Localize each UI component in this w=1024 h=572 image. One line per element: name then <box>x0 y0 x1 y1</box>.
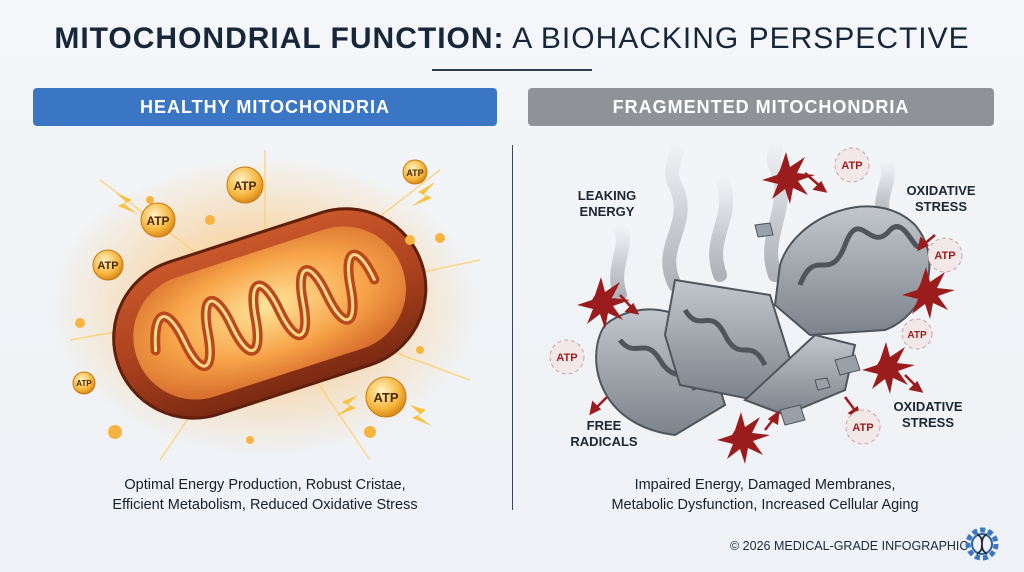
label-line: STRESS <box>914 199 967 214</box>
label-line: STRESS <box>901 415 954 430</box>
atp-badge: ATP <box>226 166 264 204</box>
radical <box>862 342 915 394</box>
caption-line: Impaired Energy, Damaged Membranes, <box>634 477 896 493</box>
label-line: FREE <box>586 418 622 433</box>
atp-badge: ATP <box>549 339 585 375</box>
atp-badge: ATP <box>140 202 176 238</box>
atp-label: ATP <box>233 179 256 193</box>
free-radicals <box>577 152 955 464</box>
fragmented-header: FRAGMENTED MITOCHONDRIA <box>528 88 994 126</box>
footer-copyright: © 2026 MEDICAL-GRADE INFOGRAPHIC <box>730 539 969 553</box>
panel-divider <box>512 145 513 510</box>
mitochondrion-body <box>112 207 428 420</box>
radical <box>717 412 770 464</box>
caption-line: Metabolic Dysfunction, Increased Cellula… <box>611 497 919 513</box>
fragmented-caption: Impaired Energy, Damaged Membranes, Meta… <box>535 475 995 515</box>
healthy-header: HEALTHY MITOCHONDRIA <box>33 88 497 126</box>
atp-badge: ATP <box>927 237 963 273</box>
atp-label: ATP <box>556 352 577 364</box>
label-oxidative-stress-bottom: OXIDATIVE STRESS <box>878 399 978 431</box>
atp-label: ATP <box>841 160 862 172</box>
atp-badge: ATP <box>92 249 124 281</box>
atp-badge: ATP <box>834 147 870 183</box>
dna-gear-icon <box>965 527 999 561</box>
atp-label: ATP <box>373 390 398 405</box>
atp-badge: ATP <box>402 159 428 185</box>
atp-label: ATP <box>852 422 873 434</box>
healthy-caption: Optimal Energy Production, Robust Crista… <box>40 475 490 515</box>
atp-badge: ATP <box>365 376 407 418</box>
healthy-mitochondrion-illustration: ATP ATP ATP ATP ATP ATP <box>50 150 481 461</box>
atp-label: ATP <box>406 168 423 178</box>
atp-badge: ATP <box>72 371 96 395</box>
label-leaking-energy: LEAKING ENERGY <box>572 188 642 220</box>
atp-label: ATP <box>146 214 169 228</box>
radical <box>902 267 955 319</box>
atp-badge: ATP <box>845 409 881 445</box>
title-light: A BIOHACKING PERSPECTIVE <box>504 22 970 55</box>
label-line: ENERGY <box>579 204 635 219</box>
atp-label: ATP <box>907 330 927 341</box>
label-line: OXIDATIVE <box>893 399 963 414</box>
atp-label: ATP <box>97 260 118 272</box>
radical <box>577 277 630 329</box>
label-line: OXIDATIVE <box>906 183 976 198</box>
label-free-radicals: FREE RADICALS <box>568 418 640 450</box>
fragmented-mitochondrion-illustration: ATP ATP ATP ATP ATP <box>549 135 963 464</box>
atp-badges-faded: ATP ATP ATP ATP ATP <box>549 147 963 445</box>
radical <box>762 152 815 204</box>
title-underline <box>432 69 592 71</box>
lightning-bolts <box>115 182 435 426</box>
atp-label: ATP <box>934 250 955 262</box>
label-line: RADICALS <box>570 434 638 449</box>
label-oxidative-stress-top: OXIDATIVE STRESS <box>898 183 984 215</box>
title-bold: MITOCHONDRIAL FUNCTION: <box>54 22 505 55</box>
atp-badges: ATP ATP ATP ATP ATP ATP <box>72 159 428 418</box>
energy-particles <box>75 196 445 444</box>
page-title: MITOCHONDRIAL FUNCTION: A BIOHACKING PER… <box>0 22 1024 56</box>
fragment-right <box>773 205 931 337</box>
debris <box>754 222 861 426</box>
fragment-middle <box>663 278 797 402</box>
caption-line: Efficient Metabolism, Reduced Oxidative … <box>112 497 418 513</box>
atp-badge: ATP <box>901 318 933 350</box>
label-line: LEAKING <box>577 188 637 203</box>
atp-label: ATP <box>76 379 92 388</box>
caption-line: Optimal Energy Production, Robust Crista… <box>124 477 406 493</box>
